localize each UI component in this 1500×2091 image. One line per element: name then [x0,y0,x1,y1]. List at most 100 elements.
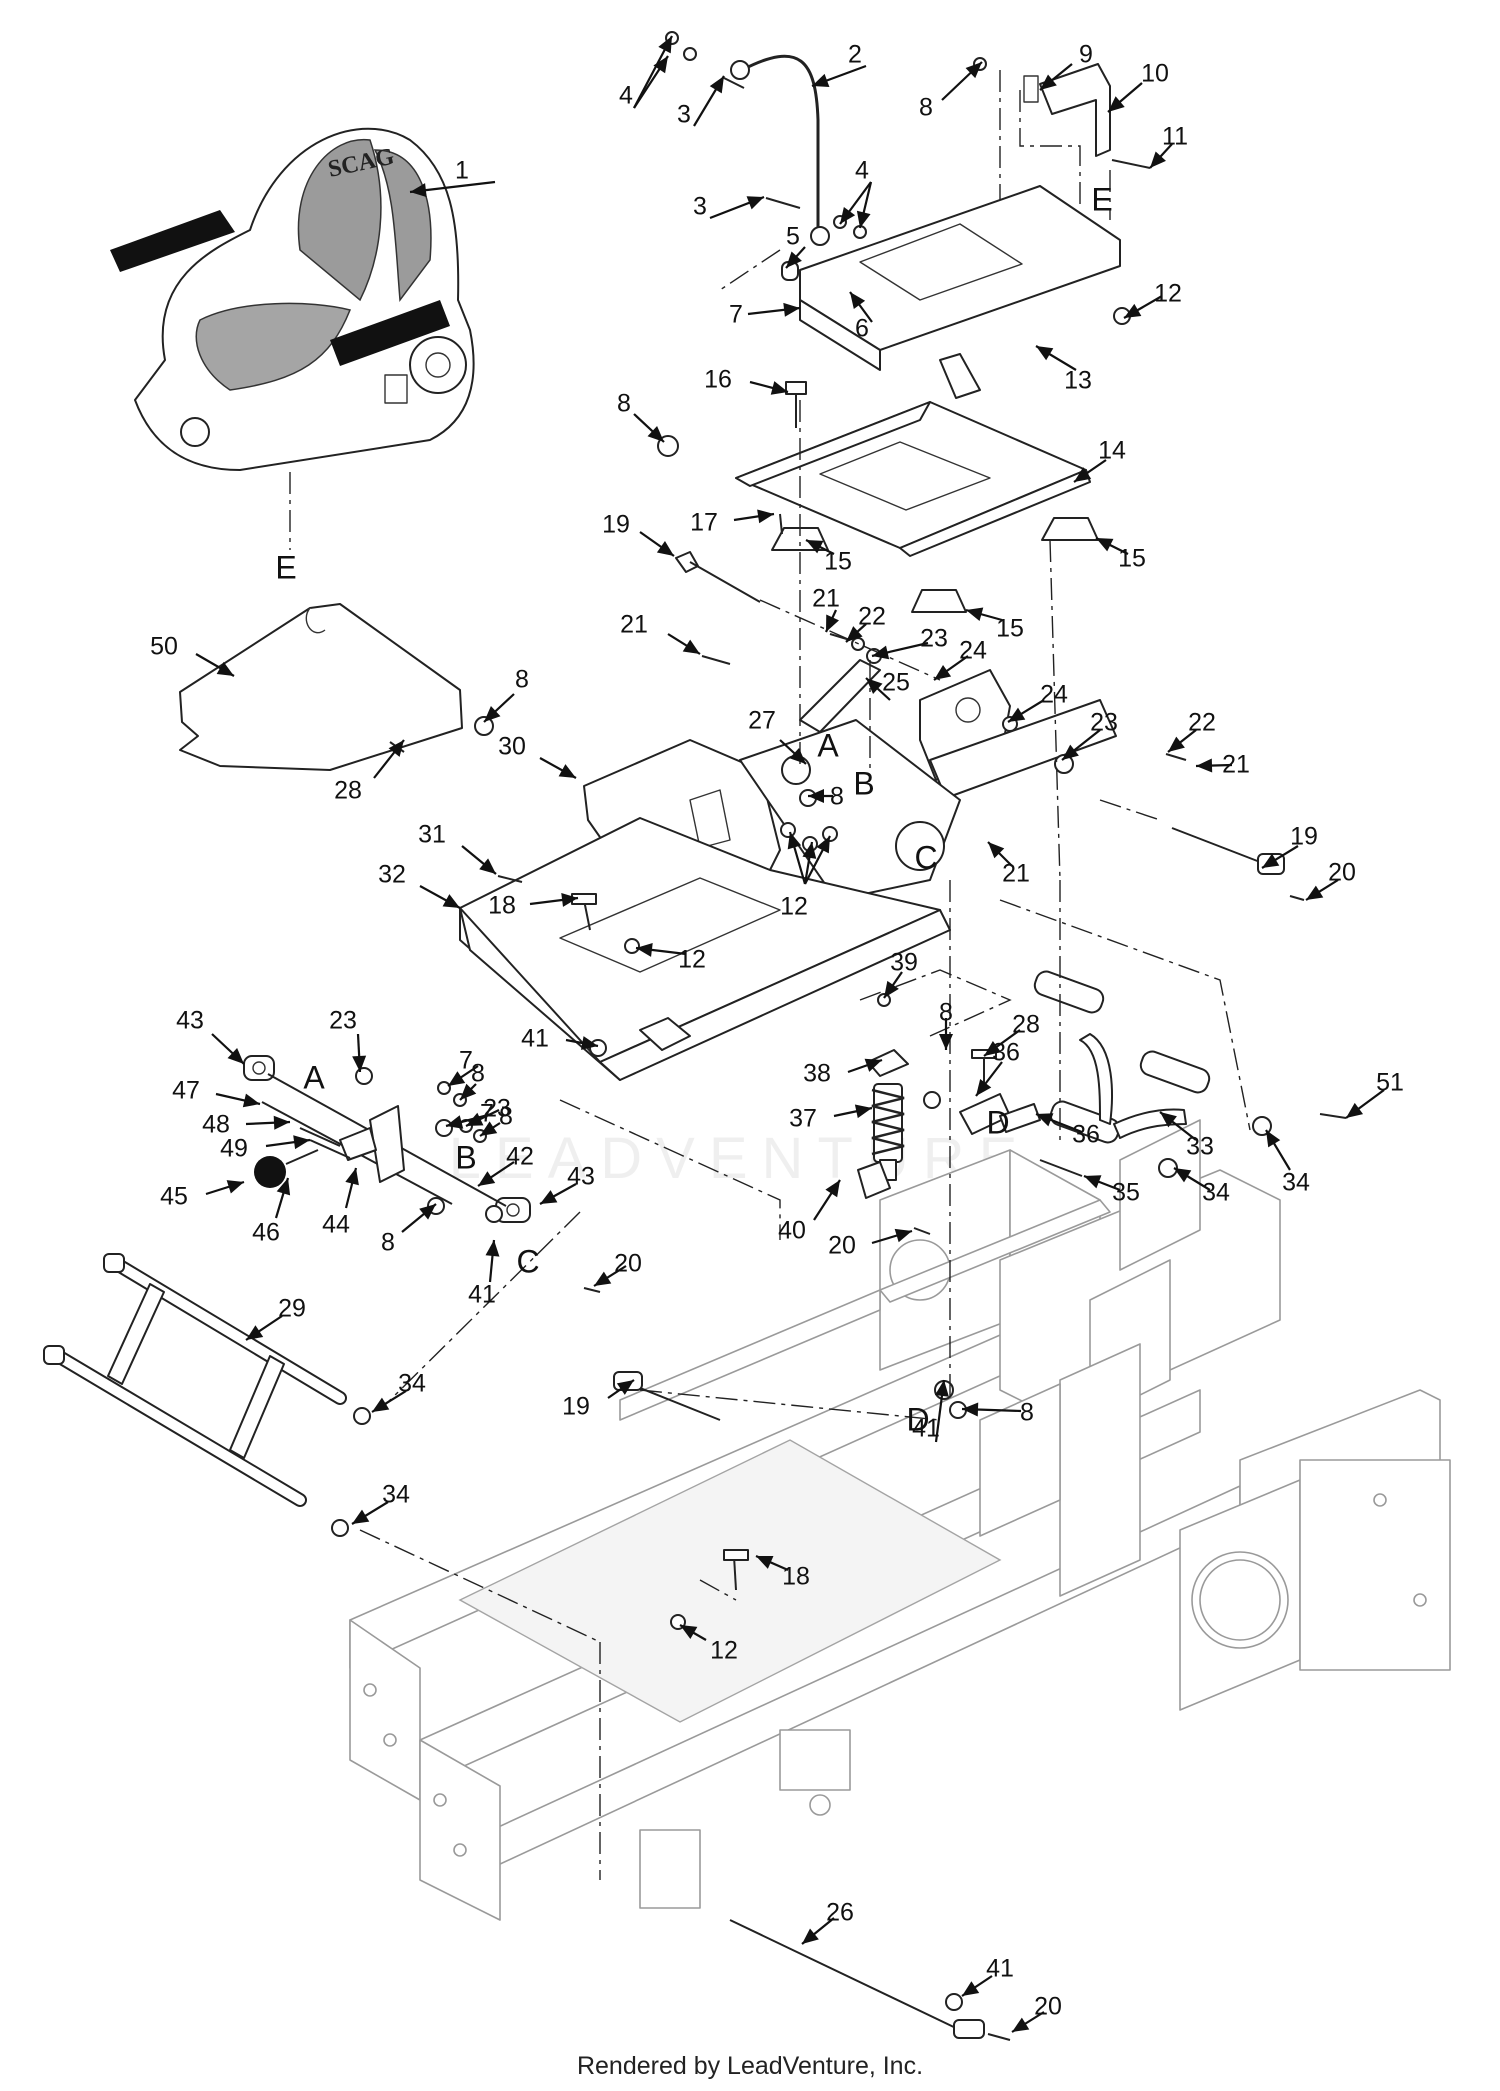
arm-44-bracket [369,1105,405,1183]
screw-17 [779,513,783,535]
arrowhead [872,645,890,660]
arrowhead [825,1180,840,1198]
bolt-16-head [785,381,807,395]
callout-c23d: 23 [445,1095,511,1129]
mount-43a-hole [252,1061,266,1075]
arrowhead [1262,853,1280,868]
arrowhead [1096,538,1114,552]
seat-back-insert-left [297,138,382,302]
bolt-18b [733,1555,737,1591]
callout-number: 32 [378,861,406,889]
link-25 [799,659,881,733]
callout-c33: 33 [1159,1111,1214,1161]
callout-c34c: 34 [371,1370,426,1413]
arrowhead [962,1402,979,1417]
callout-number: 23 [483,1095,511,1123]
callout-c6: 6 [849,291,873,343]
bushing-34d [331,1519,349,1537]
frame-end-plate-left [349,1619,421,1801]
callout-c43a: 43 [176,1007,245,1065]
callout-c41d: 41 [961,1955,1014,1997]
arrowhead [935,1380,949,1397]
callout-number: 41 [468,1281,496,1309]
arrowhead [840,206,856,224]
callout-c8h: 8 [381,1203,437,1257]
callout-c47: 47 [172,1077,261,1108]
link-33-tube-right [1139,1050,1211,1094]
callout-c34b: 34 [1265,1129,1310,1197]
callout-number: 34 [382,1481,410,1509]
callout-c28a: 28 [334,739,405,805]
callout-c28b: 28 [983,1011,1040,1057]
callout-number: 7 [480,1100,494,1128]
arrowhead [1168,736,1185,752]
callout-c4a: 4 [619,35,673,110]
callout-c38: 38 [803,1058,883,1088]
callout-c31: 31 [418,821,497,875]
callout-c20a: 20 [1305,859,1356,901]
arrowhead [273,1115,290,1130]
callout-c32: 32 [378,861,461,909]
nut-41d [945,1993,963,2011]
callout-c34a: 34 [1173,1167,1230,1207]
callout-c22b: 22 [1167,709,1216,753]
callout-c15b: 15 [1095,537,1146,573]
shock-mount-38 [867,1049,909,1077]
arrowhead [965,62,982,79]
callout-c51: 51 [1345,1069,1404,1119]
knob-45 [254,1156,286,1188]
callout-c8b: 8 [617,390,665,443]
screw-31 [497,875,523,883]
latch-pin [1111,159,1151,169]
callout-number: 29 [278,1295,306,1323]
frame-upright-1 [1119,1119,1201,1271]
callout-number: 19 [1290,823,1318,851]
callout-number: 43 [176,1007,204,1035]
bolt-51 [1319,1113,1347,1119]
callout-c41b: 41 [468,1239,500,1309]
callout-c3b: 3 [693,193,765,221]
pin-19a [689,561,761,603]
callout-number: 10 [1141,60,1169,88]
arrowhead [850,292,866,310]
callout-c3a: 3 [677,75,725,129]
callout-number: 47 [172,1077,200,1105]
pivot-bracket-hole [955,697,981,723]
bushing-34c [353,1407,371,1425]
arrowhead [846,626,863,642]
cable-end-top [730,60,750,80]
arrowhead [826,614,839,632]
callout-number: 20 [828,1232,856,1260]
arrowhead [276,1178,291,1196]
arrowhead [446,1115,464,1129]
arrowhead [1062,744,1079,760]
arrowhead [1124,303,1142,318]
rod-26 [729,1919,961,2031]
callout-c10: 10 [1107,60,1169,113]
callout-c19c: 19 [562,1379,635,1421]
callout-number: 48 [202,1111,230,1139]
arrowhead [558,764,576,778]
seat-mount-plate-flange [799,299,881,371]
callout-c19a: 19 [602,511,675,557]
callout-number: 15 [824,548,852,576]
callout-number: 14 [1098,437,1126,465]
frame-top-bar-2 [619,1289,881,1421]
arrowhead [934,665,952,680]
callout-c19b: 19 [1261,823,1318,869]
arrowhead [1108,96,1125,112]
nut-12e [624,938,640,954]
callout-number: 16 [704,366,732,394]
arrowhead [1150,151,1166,168]
arrowhead [884,980,899,998]
callout-number: 23 [1090,709,1118,737]
callout-number: 23 [920,625,948,653]
arrowhead [856,210,871,228]
foot-rest-cap-1 [103,1253,125,1273]
isolator-15c [911,589,967,613]
arrowhead [866,678,883,694]
callout-number: 2 [848,41,862,69]
callout-number: 39 [890,949,918,977]
callout-number: 3 [693,193,707,221]
